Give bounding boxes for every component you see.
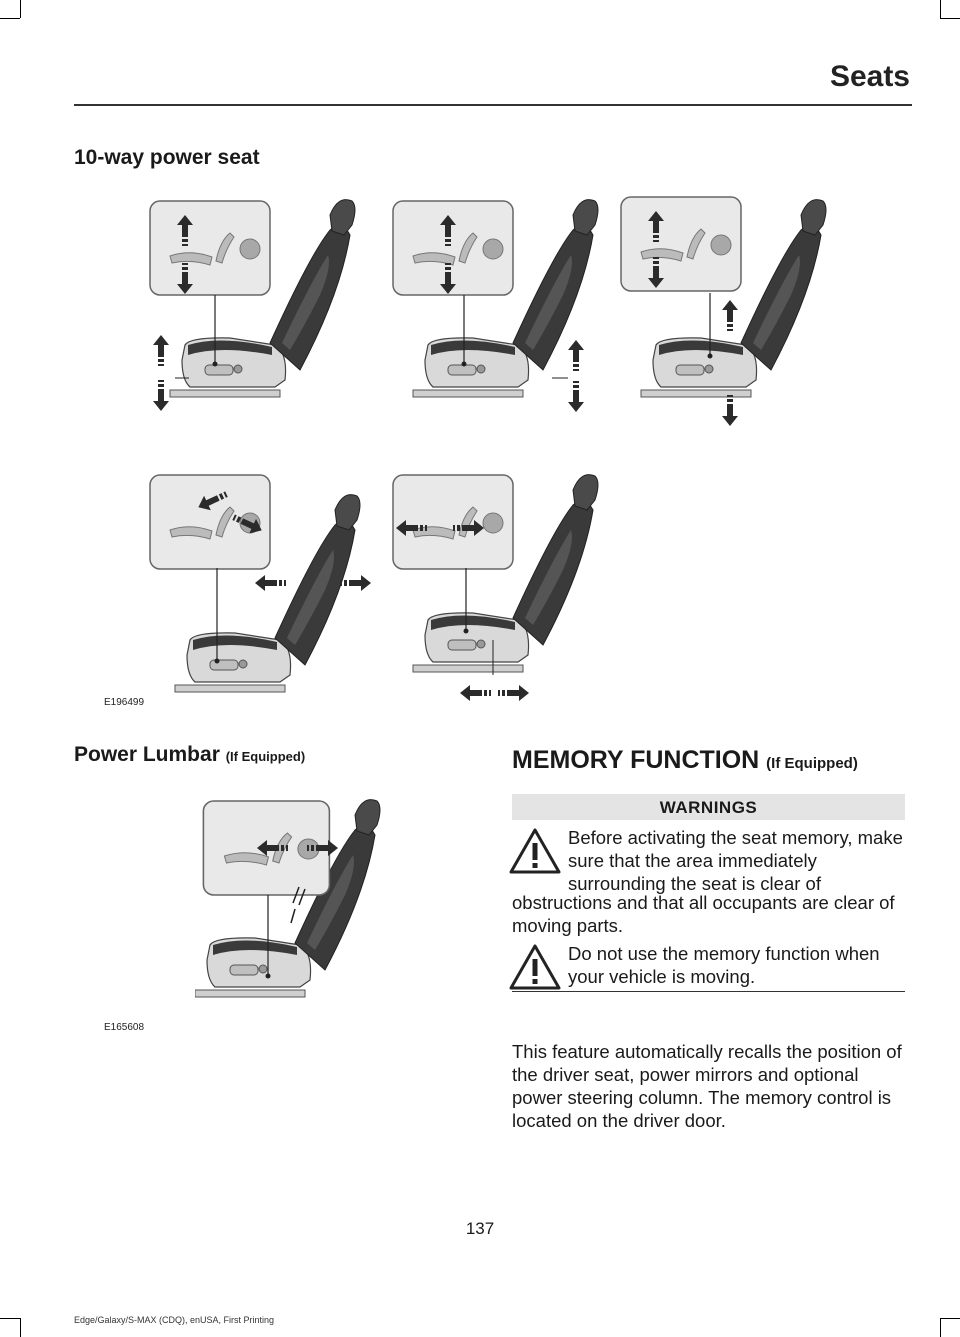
memory-body-text: This feature automatically recalls the p… (512, 1041, 902, 1131)
seat-diagram-height-front (149, 199, 356, 411)
page-header-title: Seats (829, 60, 910, 93)
seat-diagram-height-rear (392, 199, 599, 412)
figure-code: E165608 (104, 1022, 145, 1033)
crop-mark (0, 18, 20, 19)
warnings-end-rule (512, 991, 905, 992)
warning-2: Do not use the memory function when your… (568, 943, 880, 987)
section-title-power-seat: 10-way power seat (74, 146, 260, 169)
warning-triangle-icon (509, 828, 561, 874)
warning-1-rest: obstructions and that all occupants are … (512, 892, 895, 936)
section-title-memory-function: MEMORY FUNCTION (If Equipped) (512, 746, 858, 774)
page-number: 137 (465, 1219, 495, 1238)
warnings-heading: WARNINGS (512, 794, 905, 820)
crop-mark (0, 1318, 20, 1319)
crop-mark (20, 0, 21, 18)
seat-diagram-recline (149, 474, 371, 693)
header-rule (74, 104, 912, 106)
warning-triangle-icon (509, 944, 561, 990)
crop-mark (20, 1318, 21, 1337)
crop-mark (940, 1318, 960, 1319)
seat-diagram-fore-aft (392, 474, 599, 701)
warning-1-lead: Before activating the seat memory, make … (568, 827, 903, 894)
figure-code: E196499 (104, 697, 145, 708)
seat-diagram-lumbar (195, 799, 381, 998)
crop-mark (940, 1318, 941, 1337)
section-title-power-lumbar: Power Lumbar (If Equipped) (74, 743, 306, 766)
crop-mark (940, 18, 960, 19)
crop-mark (940, 0, 941, 18)
footer-text: Edge/Galaxy/S-MAX (CDQ), enUSA, First Pr… (74, 1315, 275, 1325)
seat-diagram-height-full (620, 196, 827, 426)
